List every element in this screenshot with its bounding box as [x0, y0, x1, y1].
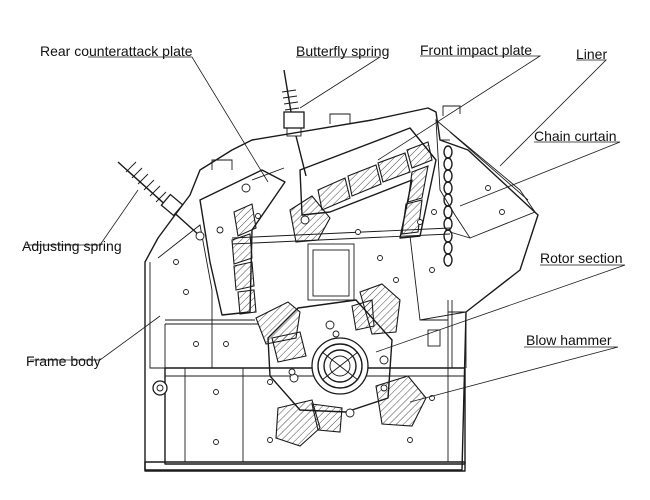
label-front-impact-plate: Front impact plate — [420, 42, 533, 58]
label-blow-hammer: Blow hammer — [526, 332, 612, 348]
label-frame-body: Frame body — [26, 353, 101, 369]
label-rear-counterattack-plate: Rear counterattack plate — [40, 43, 193, 59]
label-adjusting-spring: Adjusting spring — [22, 238, 122, 254]
rear-counterattack-plate — [199, 167, 286, 316]
butterfly-spring — [281, 69, 307, 177]
label-rotor-section: Rotor section — [540, 250, 623, 266]
frame-body — [144, 105, 539, 472]
chain-curtain — [440, 139, 453, 267]
frame-bolts — [173, 185, 505, 445]
liner-plates — [435, 118, 536, 239]
rotor-section — [267, 299, 393, 418]
label-liner: Liner — [576, 46, 608, 62]
blow-hammers — [255, 283, 427, 447]
adjusting-spring — [117, 161, 205, 241]
front-impact-plate — [289, 127, 437, 243]
leader-lines — [26, 55, 626, 403]
label-chain-curtain: Chain curtain — [534, 128, 617, 144]
label-butterfly-spring: Butterfly spring — [296, 43, 390, 59]
